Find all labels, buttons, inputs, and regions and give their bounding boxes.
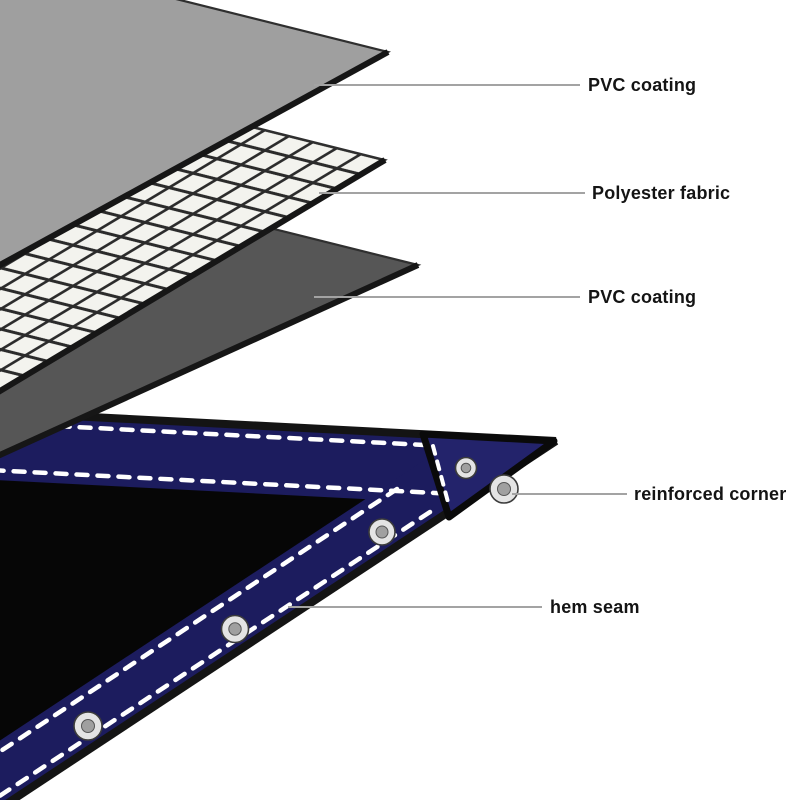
tarp-side-hem-band [0,436,556,800]
hem-stitch-line-side-inner [0,486,400,755]
label-pvc-coating-top: PVC coating [588,75,696,95]
grommet-hole [460,462,472,474]
hem-stitch-line-top-outer [0,420,544,454]
tarp [0,408,559,800]
tarp-side-edge [5,437,559,800]
grommet-hem-3 [73,711,103,741]
grommet-hole [81,719,95,733]
grommet-hole [228,622,242,636]
pvc-top-sheet [0,0,391,267]
grommet-hole [375,525,389,539]
hem-stitch-line-top-inner [0,468,477,498]
pvc-bottom-sheet-edge [0,262,420,459]
grommet-hem-2 [220,614,250,644]
corner-patch-stitch-line [431,444,450,504]
pvc-top-sheet-edge [0,49,390,269]
grommet-hole [497,482,511,496]
grommet-hem-1 [368,518,396,546]
grommet-corner-small [454,456,478,480]
label-polyester-fabric: Polyester fabric [592,183,730,203]
label-pvc-coating-bottom: PVC coating [588,287,696,307]
polyester-sheet-edge [0,157,387,395]
hem-stitch-line-side-outer [0,509,433,799]
grommet-corner-large [489,474,519,504]
pvc-coating-top-layer [0,0,391,269]
label-reinforced-corner: reinforced corner [634,484,786,504]
label-hem-seam: hem seam [550,597,640,617]
